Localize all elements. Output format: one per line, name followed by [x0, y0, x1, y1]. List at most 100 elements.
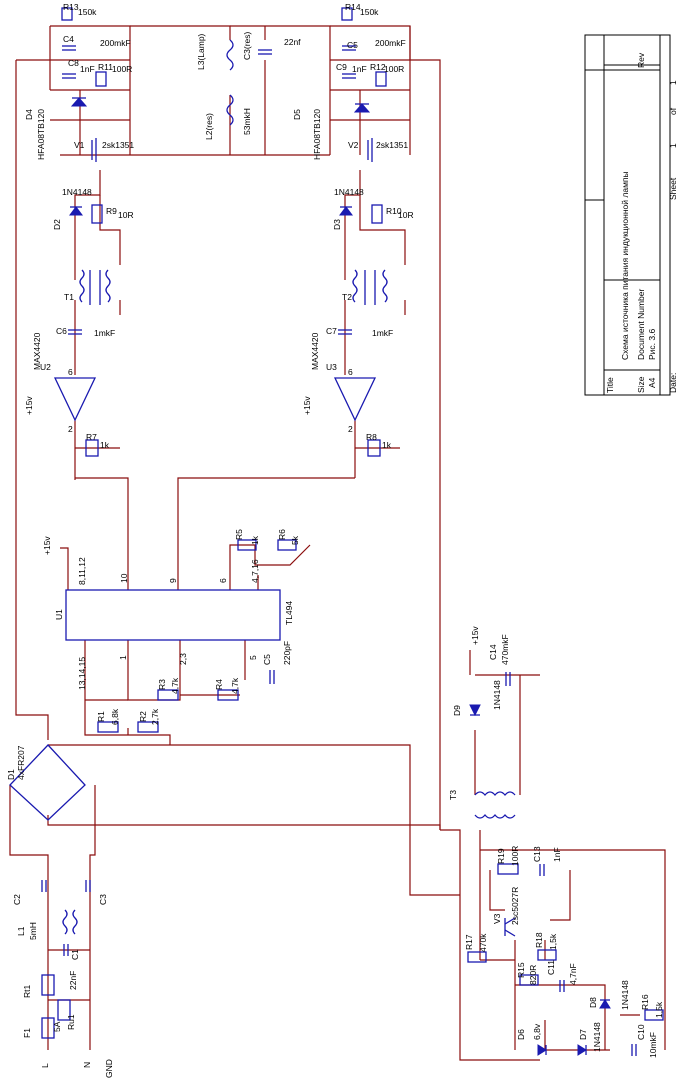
c9-capacitor	[342, 73, 356, 79]
terminal-n: N	[82, 1062, 92, 1068]
v3-label: V3	[492, 913, 502, 924]
u3-label: U3	[326, 362, 337, 372]
d4-label: D4	[24, 109, 34, 120]
lamp-circuit: L3(Lamp) C3(res) 22nf L2(res) 53mkH	[196, 31, 301, 140]
r12-resistor	[375, 71, 387, 87]
c4-value: 200mkF	[100, 38, 131, 48]
r6-resistor	[277, 539, 297, 551]
pin-4-7-16: 4,7,16	[250, 559, 260, 583]
c3-capacitor	[258, 49, 272, 55]
d5-diode	[353, 103, 371, 113]
c5b-label: C5	[262, 654, 272, 665]
pin-13-14-15: 13,14,15	[77, 657, 87, 690]
r16-value: 1,5k	[654, 1001, 664, 1018]
c11-value: 4,7nF	[568, 963, 578, 985]
c8-capacitor	[62, 73, 76, 79]
d6-value: 6,8v	[532, 1023, 542, 1040]
c1-label: C1	[70, 949, 80, 960]
r12-label: R12	[370, 62, 386, 72]
t2-label: T2	[342, 292, 352, 302]
r10-resistor	[371, 204, 383, 224]
c10-value: 10mkF	[648, 1032, 658, 1058]
d3-label: D3	[332, 219, 342, 230]
pin-9: 9	[168, 578, 178, 583]
title-text: Схема источника питания индукционной лам…	[620, 171, 630, 360]
size-label: Size	[636, 376, 646, 393]
c7-capacitor	[338, 329, 352, 335]
d8-label: D8	[588, 997, 598, 1008]
d3-value: 1N4148	[334, 187, 364, 197]
r19-resistor	[497, 863, 519, 875]
c6-label: C6	[56, 326, 67, 336]
title-label: Title	[605, 377, 615, 393]
c3-value: 22nf	[284, 37, 301, 47]
pin-8-11-12: 8,11,12	[77, 557, 87, 585]
r14-value: 150k	[360, 7, 379, 17]
startup-oscillator: T3 D9 1N4148 C14 470mkF +15v R19 100R C1…	[448, 626, 664, 1058]
c8-label: C8	[68, 58, 79, 68]
r16-label: R16	[640, 994, 650, 1010]
number-value: Рис. 3.6	[647, 329, 657, 360]
v2-mosfet	[367, 138, 373, 162]
l2-label: L2(res)	[204, 113, 214, 140]
c7-value: 1mkF	[372, 328, 393, 338]
c1-value: 22nF	[68, 971, 78, 990]
f1-fuse	[41, 1017, 55, 1039]
r5-resistor	[237, 539, 257, 551]
d3-diode	[339, 206, 353, 216]
r13-label: R13	[63, 2, 79, 12]
pin-10: 10	[119, 573, 129, 583]
rev-label: Rev	[636, 52, 646, 68]
title-block: Title Схема источника питания индукционн…	[584, 34, 676, 396]
f1-value: 5A	[52, 1021, 62, 1032]
r18-label: R18	[534, 932, 544, 948]
r17-resistor	[467, 951, 487, 963]
d4-diode	[70, 97, 88, 107]
t1-transformer	[79, 269, 111, 305]
r13-resistor	[61, 7, 73, 21]
r15-value: 820R	[528, 965, 538, 985]
r11-resistor	[95, 71, 107, 87]
ru1-label: Ru1	[66, 1014, 76, 1030]
c6-value: 1mkF	[94, 328, 115, 338]
r9-resistor	[91, 204, 103, 224]
c1-capacitor	[63, 944, 69, 956]
c13-label: C13	[532, 846, 542, 862]
l1-choke	[62, 909, 78, 935]
t2-transformer	[352, 269, 388, 305]
c14-label: C14	[488, 644, 498, 660]
number-label: Document Number	[636, 288, 646, 360]
rt1-label: Rt1	[22, 985, 32, 999]
d7-diode	[577, 1044, 587, 1056]
c5b-capacitor	[269, 670, 275, 684]
u2-label: U2	[40, 362, 51, 372]
r4-label: R4	[214, 679, 224, 690]
size-value: A4	[647, 377, 657, 388]
c9-value: 1nF	[352, 64, 367, 74]
of-value: 1	[668, 80, 676, 85]
c11-capacitor	[559, 980, 565, 992]
r3-label: R3	[157, 679, 167, 690]
pin-1: 1	[118, 655, 128, 660]
d6-label: D6	[516, 1029, 526, 1040]
c6-capacitor	[68, 329, 82, 335]
d5-label: D5	[292, 109, 302, 120]
d9-label: D9	[452, 705, 462, 716]
v3-transistor	[504, 917, 516, 937]
r1-resistor	[97, 721, 119, 733]
c3-label: C3(res)	[242, 31, 252, 60]
c8-value: 1nF	[80, 64, 95, 74]
d7-value: 1N4148	[592, 1022, 602, 1052]
r16-resistor	[644, 1009, 664, 1021]
pin-6: 6	[218, 578, 228, 583]
r11-label: R11	[98, 62, 113, 72]
u3-driver	[333, 377, 377, 422]
u2-driver	[53, 377, 97, 422]
u2-pin2: 2	[68, 424, 73, 434]
d9-diode	[469, 704, 481, 717]
r7-label: R7	[86, 432, 97, 442]
c14-capacitor	[505, 672, 511, 686]
u3-pin2: 2	[348, 424, 353, 434]
right-half-bridge: R14 150k C5 200mkF C9 1nF R12 100R D5 HF…	[292, 2, 414, 457]
